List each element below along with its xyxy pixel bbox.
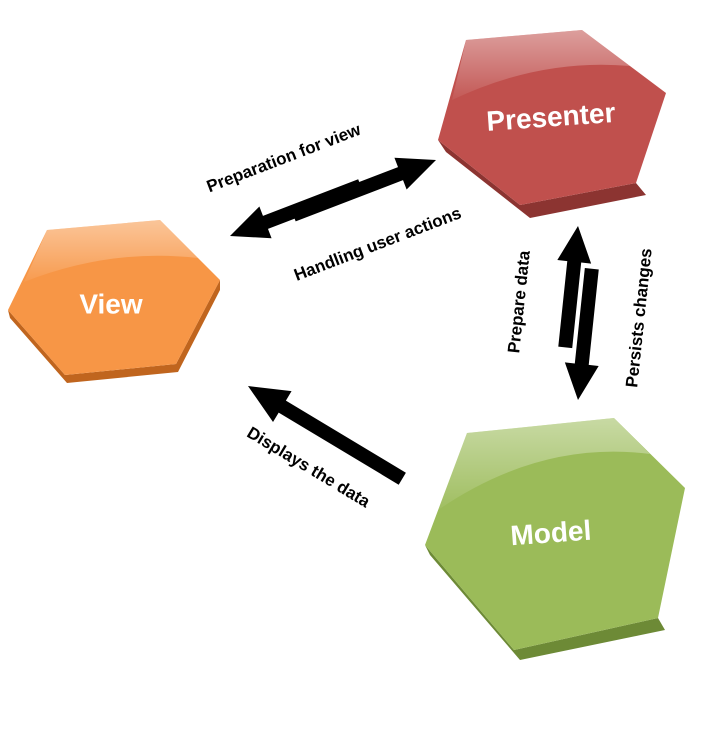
model-node-shine [438, 418, 650, 510]
arrow-prepare-data [557, 226, 592, 349]
arrow-prepare-data-shape [557, 226, 592, 349]
arrow-handling-user-actions-shape [290, 157, 436, 222]
view-label: View [79, 288, 143, 319]
model-node-side [425, 545, 665, 660]
label-displays-the-data: Displays the data [244, 423, 374, 512]
arrow-displays-the-data-shape [248, 386, 406, 485]
arrow-persists-changes [564, 267, 599, 400]
label-handling-user-actions: Handling user actions [291, 203, 464, 284]
presenter-node-shine [452, 30, 630, 100]
view-node: View [8, 220, 220, 383]
model-label: Model [509, 515, 592, 552]
label-preparation-for-view: Preparation for view [204, 120, 364, 197]
arrow-persists-changes-shape [564, 267, 599, 400]
model-node: Model [425, 418, 685, 660]
label-persists-changes: Persists changes [622, 247, 656, 388]
presenter-node-side [438, 140, 646, 218]
view-node-shine [24, 220, 198, 282]
label-prepare-data: Prepare data [504, 249, 534, 354]
arrow-handling-user-actions [290, 157, 436, 222]
presenter-node: Presenter [438, 30, 666, 218]
arrow-displays-the-data [248, 386, 406, 485]
